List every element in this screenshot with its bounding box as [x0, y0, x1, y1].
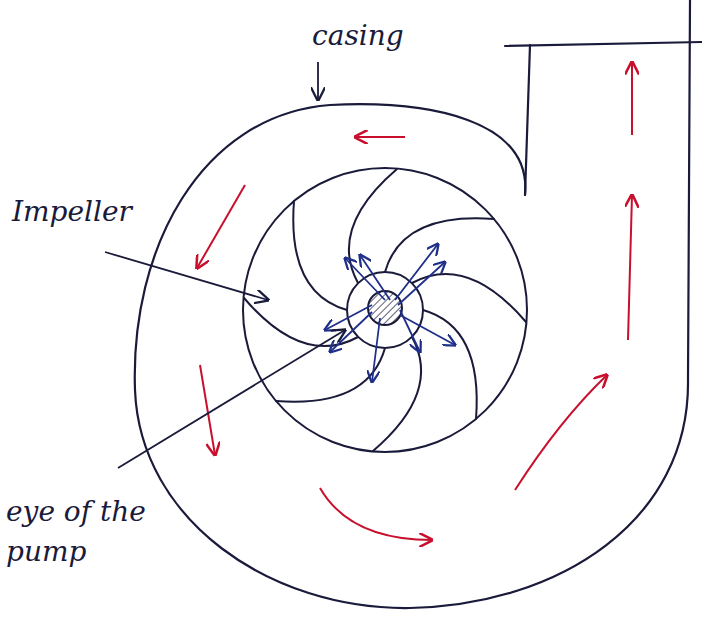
flow-arrows — [325, 244, 455, 382]
casing-flow-arrows — [197, 62, 632, 540]
part-label: eye of the pump — [6, 492, 156, 572]
impeller-drawing — [243, 168, 527, 452]
part-label: casing — [312, 16, 492, 56]
part-label: Impeller — [12, 192, 192, 232]
casing-outline — [135, 0, 702, 608]
leader-lines — [105, 62, 345, 468]
